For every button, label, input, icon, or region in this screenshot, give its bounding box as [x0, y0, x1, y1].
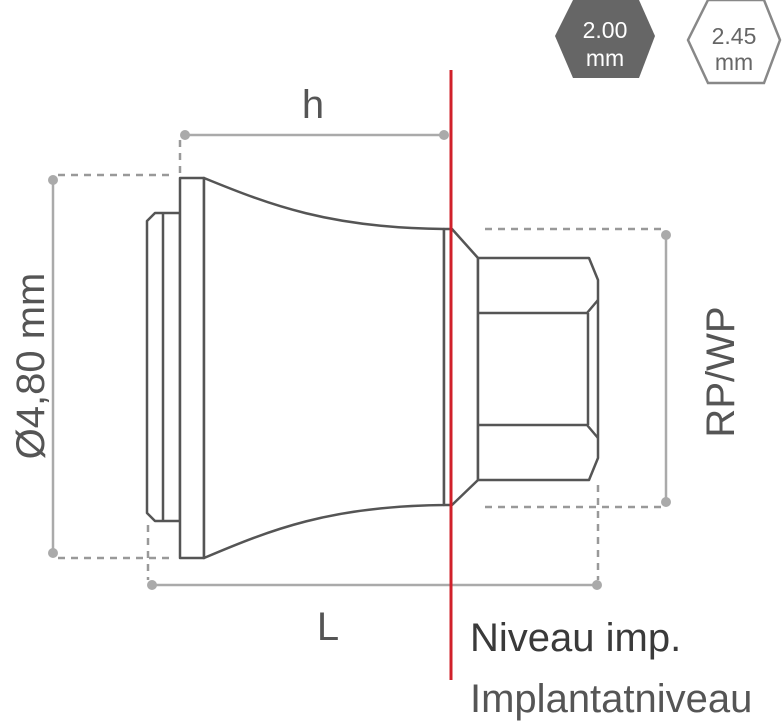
- abutment-chamfer: [442, 227, 480, 507]
- abutment-body: [145, 176, 600, 560]
- dimension-diameter-top-dot: [48, 175, 58, 185]
- dimension-L-end-dot: [592, 580, 602, 590]
- abutment-hex: [476, 256, 600, 482]
- hex-badge-filled-unit: mm: [586, 45, 624, 71]
- dimension-diameter-bottom-dot: [48, 548, 58, 558]
- hex-badge-filled-shape: [555, 0, 655, 78]
- dimension-h-label: h: [302, 83, 324, 127]
- dimension-connection-bottom-dot: [661, 497, 671, 507]
- implant-level-sublabel: Implantatniveau: [470, 677, 752, 721]
- dimension-L-start-dot: [147, 580, 157, 590]
- implant-level-label: Niveau imp.: [470, 616, 681, 660]
- dimension-h: h: [178, 83, 449, 175]
- abutment-flare: [202, 176, 446, 560]
- hex-badge-outline-unit: mm: [715, 49, 753, 75]
- dimension-h-end-dot: [439, 130, 449, 140]
- hex-badge-filled-size: 2.00: [583, 17, 628, 43]
- dimension-connection: RP/WP: [485, 227, 743, 509]
- hex-badge-filled: 2.00 mm: [555, 0, 655, 78]
- dimension-diameter-label: Ø4,80 mm: [9, 273, 53, 460]
- abutment-collar: [178, 176, 206, 560]
- dimension-connection-label: RP/WP: [699, 306, 743, 437]
- hex-badge-outline-size: 2.45: [712, 23, 757, 49]
- dimension-h-start-dot: [180, 130, 190, 140]
- hex-badge-outline: 2.45 mm: [686, 0, 782, 85]
- dimension-L-label: L: [317, 605, 339, 649]
- dimension-L: L: [146, 485, 602, 649]
- dimension-diameter: Ø4,80 mm: [9, 173, 172, 560]
- hex-badge-outline-shape: [686, 0, 782, 85]
- dimension-connection-top-dot: [661, 230, 671, 240]
